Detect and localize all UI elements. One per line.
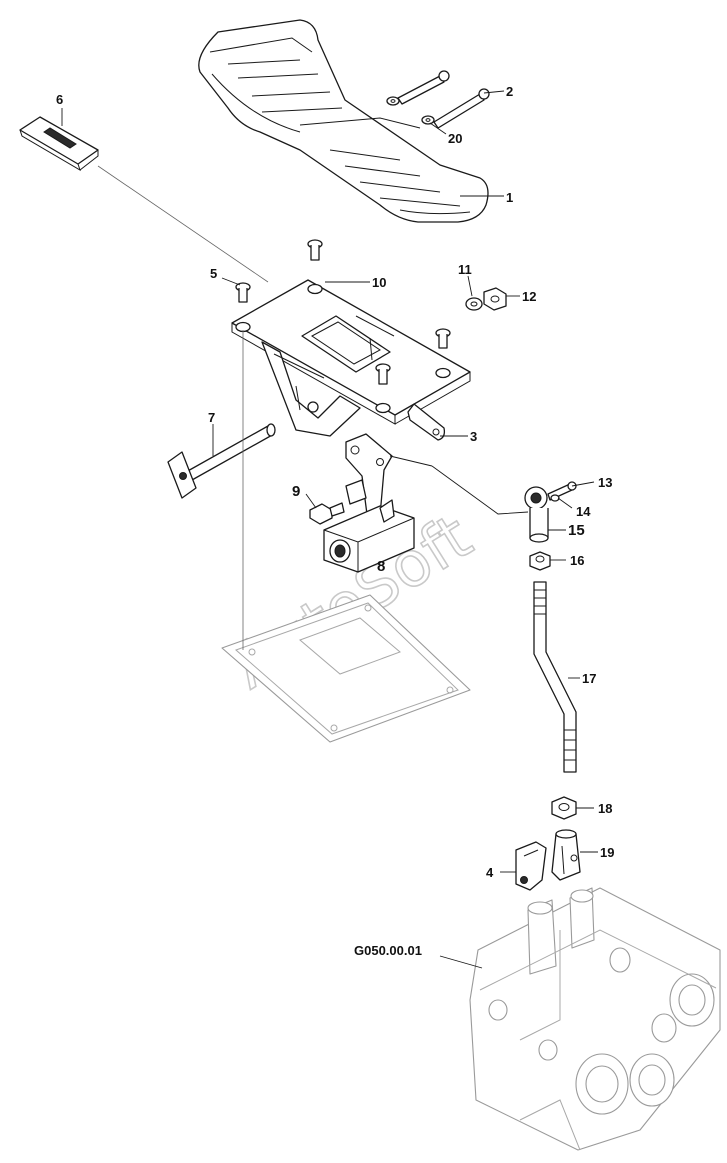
callout-12: 12	[522, 289, 536, 304]
callout-18: 18	[598, 801, 612, 816]
grease-fitting	[309, 502, 345, 525]
washer-20a	[386, 96, 400, 106]
screw-5c	[435, 328, 451, 349]
callout-14: 14	[576, 504, 591, 519]
callouts: 1 2 3 4 5 6 7 8 9 10 11 12 13 14 15 16 1…	[56, 84, 614, 958]
clevis	[551, 829, 581, 881]
callout-10: 10	[372, 275, 386, 290]
pedal	[198, 19, 489, 223]
rubber-pad	[19, 116, 99, 172]
callout-2: 2	[506, 84, 513, 99]
callout-6: 6	[56, 92, 63, 107]
washer-20b	[421, 115, 435, 125]
screw-5b	[307, 239, 323, 261]
callout-3: 3	[470, 429, 477, 444]
reference-label: G050.00.01	[354, 943, 422, 958]
callout-16: 16	[570, 553, 584, 568]
bolt-2b	[433, 88, 490, 129]
screw-5a	[235, 282, 251, 303]
pivot-pin	[167, 423, 276, 499]
bolt-2a	[397, 70, 450, 105]
callout-5: 5	[210, 266, 217, 281]
callout-1: 1	[506, 190, 513, 205]
callout-17: 17	[582, 671, 596, 686]
callout-9: 9	[292, 483, 300, 500]
nut-18	[551, 796, 577, 820]
washer-14	[550, 494, 560, 502]
leader-lines	[61, 90, 598, 969]
callout-11: 11	[458, 262, 472, 277]
nut-12	[483, 287, 507, 311]
gasket-outline	[221, 594, 471, 743]
callout-15: 15	[568, 522, 585, 539]
mounting-bracket	[231, 279, 471, 437]
callout-8: 8	[377, 558, 385, 575]
callout-13: 13	[598, 475, 612, 490]
callout-4: 4	[486, 865, 494, 880]
callout-7: 7	[208, 410, 215, 425]
threaded-rod	[533, 581, 577, 773]
callout-19: 19	[600, 845, 614, 860]
clip	[515, 841, 547, 891]
washer-11	[465, 297, 483, 311]
callout-20: 20	[448, 131, 462, 146]
link-plate	[407, 403, 446, 441]
lever-assembly	[323, 433, 415, 573]
rod-end-15	[524, 486, 549, 543]
screw-5d	[375, 363, 391, 385]
control-valve	[469, 887, 721, 1151]
nut-16	[529, 551, 551, 571]
